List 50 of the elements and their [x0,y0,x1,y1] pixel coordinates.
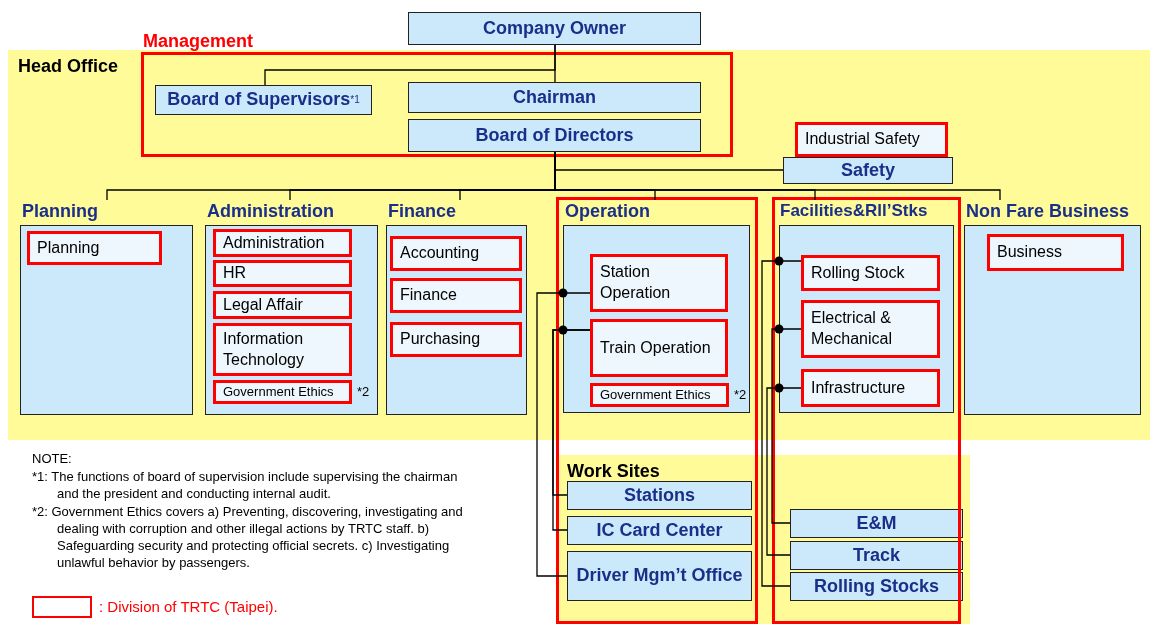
org-box: Board of Supervisors$^{*1}$ [155,85,372,115]
department-heading: Finance [388,201,457,222]
division-box: Purchasing [390,322,522,357]
connector-line [771,328,802,524]
org-box: Safety [783,157,953,184]
division-box: Government Ethics [213,380,352,404]
office-band [557,455,970,624]
division-box: Electrical & Mechanical [801,300,940,358]
connector-line [536,292,591,577]
band-heading: Head Office [18,56,119,77]
org-box: Stations [567,481,752,510]
footnote-mark: *2 [734,387,747,402]
division-box: HR [213,260,352,287]
group-heading: Management [143,31,254,52]
note-heading: NOTE: [32,450,73,467]
org-box: E&M [790,509,963,538]
department-heading: Non Fare Business [966,201,1130,222]
division-box: Accounting [390,236,522,271]
footnote-mark: *2 [357,384,370,399]
connector-line [552,329,591,531]
org-box: Board of Directors [408,119,701,152]
division-box: Industrial Safety [795,122,948,157]
division-box: Infrastructure [801,369,940,407]
connector-line [766,387,802,556]
division-box: Administration [213,229,352,257]
connector-line [761,260,802,587]
note-text: *1: The functions of board of supervision include supervising the chairman and the president and conducting internal audit. [32,468,459,502]
department-heading: Planning [22,201,98,222]
org-box: IC Card Center [567,516,752,545]
division-box: Business [987,234,1124,271]
division-box: Information Technology [213,323,352,376]
department-heading: Administration [207,201,334,222]
division-box: Train Operation [590,319,728,377]
note-text: *2: Government Ethics covers a) Preventing, discovering, investigating and dealing with corruption and other illegal actions by TRTC staff. b) Safeguarding security and protecting official secrets. c) Investigating unlawful behavior by passengers. [32,503,464,571]
division-box: Finance [390,278,522,313]
division-box: Rolling Stock [801,255,940,291]
legend-text: : Division of TRTC (Taipei). [99,598,278,615]
org-box: Company Owner [408,12,701,45]
org-box: Chairman [408,82,701,113]
org-box: Track [790,541,963,570]
division-box: Legal Affair [213,291,352,319]
org-box: Rolling Stocks [790,572,963,601]
connector-line [264,44,556,86]
division-box: Government Ethics [590,383,729,407]
department-heading: Facilities&Rll’Stks [780,201,928,221]
org-box: Driver Mgm’t Office [567,551,752,601]
division-box: Station Operation [590,254,728,312]
division-box: Planning [27,231,162,265]
department-heading: Operation [565,201,650,222]
band-heading: Work Sites [567,461,660,482]
